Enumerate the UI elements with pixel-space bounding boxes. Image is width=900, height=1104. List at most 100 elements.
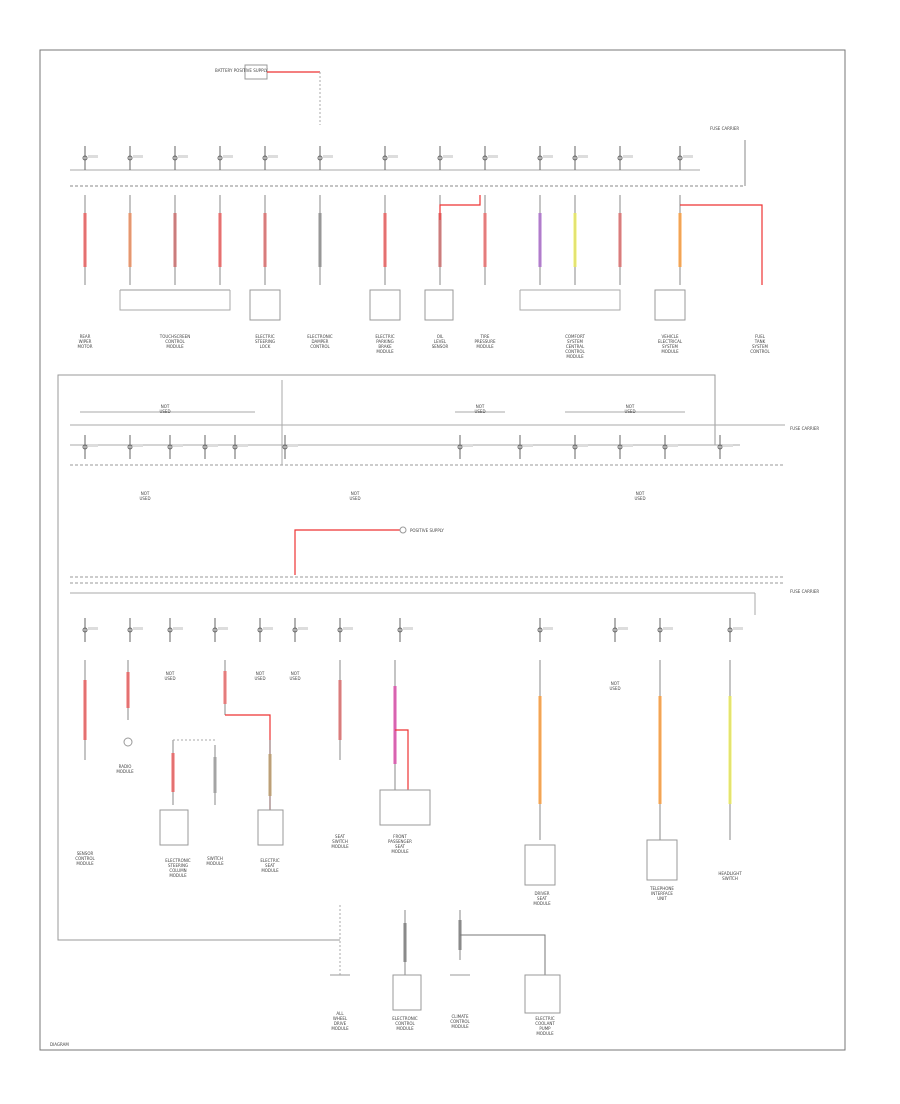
wire — [395, 729, 409, 790]
wire-color — [318, 213, 322, 267]
fuse-rating — [623, 155, 633, 158]
connector-bar — [119, 290, 231, 311]
fuse-icon — [537, 155, 543, 161]
wire-color — [383, 213, 387, 267]
fuse-icon — [127, 444, 133, 450]
wire-color — [126, 672, 130, 708]
wire-color — [223, 671, 227, 704]
wire-color — [83, 680, 87, 740]
component-box — [524, 974, 561, 1014]
fuse-icon — [317, 155, 323, 161]
wire-color — [393, 686, 397, 764]
fuse-rating — [323, 155, 333, 158]
wire — [460, 934, 546, 975]
wire — [680, 204, 763, 285]
wire-color — [173, 213, 177, 267]
component-box — [159, 809, 189, 846]
fuse-rating — [388, 155, 398, 158]
fuse-icon — [282, 444, 288, 450]
wire-color — [678, 213, 682, 267]
fuse-icon — [167, 444, 173, 450]
fuse-icon — [382, 155, 388, 161]
fuse-icon — [662, 444, 668, 450]
component-box — [392, 974, 422, 1011]
wire-color — [171, 753, 175, 792]
fuse-rating — [238, 444, 248, 447]
top-supply-label: BATTERY POSITIVE SUPPLY — [215, 68, 268, 73]
fuse-rating — [663, 627, 673, 630]
wire-color — [728, 696, 732, 804]
fuse-icon — [617, 155, 623, 161]
fuse-rating — [173, 627, 183, 630]
fuse-rating — [133, 627, 143, 630]
component-box — [424, 289, 454, 321]
fuse-icon — [612, 627, 618, 633]
fuse-icon — [202, 444, 208, 450]
component-box — [524, 844, 556, 886]
fuse-rating — [668, 444, 678, 447]
wire-color — [573, 213, 577, 267]
bus-2: FUSE CARRIER — [57, 374, 819, 910]
bus2-right-label: FUSE CARRIER — [790, 426, 819, 431]
fuse-rating — [178, 155, 188, 158]
fuse-rating — [208, 444, 218, 447]
fuse-icon — [82, 155, 88, 161]
fuse-rating — [543, 627, 553, 630]
fuse-rating — [88, 627, 98, 630]
fuse-icon — [292, 627, 298, 633]
fuse-icon — [82, 444, 88, 450]
fuse-rating — [88, 444, 98, 447]
fuse-icon — [572, 155, 578, 161]
component-box — [379, 789, 431, 826]
fuse-rating — [343, 627, 353, 630]
bus-1: BATTERY POSITIVE SUPPLY FUSE CARRIER — [70, 64, 746, 187]
wire-color — [338, 680, 342, 740]
fuse-icon — [82, 627, 88, 633]
fuse-rating — [578, 155, 588, 158]
wire-color — [538, 213, 542, 267]
fuse-icon — [717, 444, 723, 450]
fuse-icon — [127, 155, 133, 161]
wire-color — [263, 213, 267, 267]
fuse-rating — [488, 155, 498, 158]
wire — [225, 714, 271, 810]
component-box — [646, 839, 678, 881]
fuse-rating — [133, 155, 143, 158]
wire-color — [218, 213, 222, 267]
bus1-right-label: FUSE CARRIER — [710, 126, 739, 131]
fuse-rating — [173, 444, 183, 447]
fuse-rating — [218, 627, 228, 630]
fuse-icon — [337, 627, 343, 633]
fuse-rating — [263, 627, 273, 630]
fuse-icon — [262, 155, 268, 161]
fuse-icon — [517, 444, 523, 450]
fuse-icon — [167, 627, 173, 633]
component-box — [369, 289, 401, 321]
fuse-rating — [288, 444, 298, 447]
fuse-icon — [217, 155, 223, 161]
fuse-rating — [223, 155, 233, 158]
